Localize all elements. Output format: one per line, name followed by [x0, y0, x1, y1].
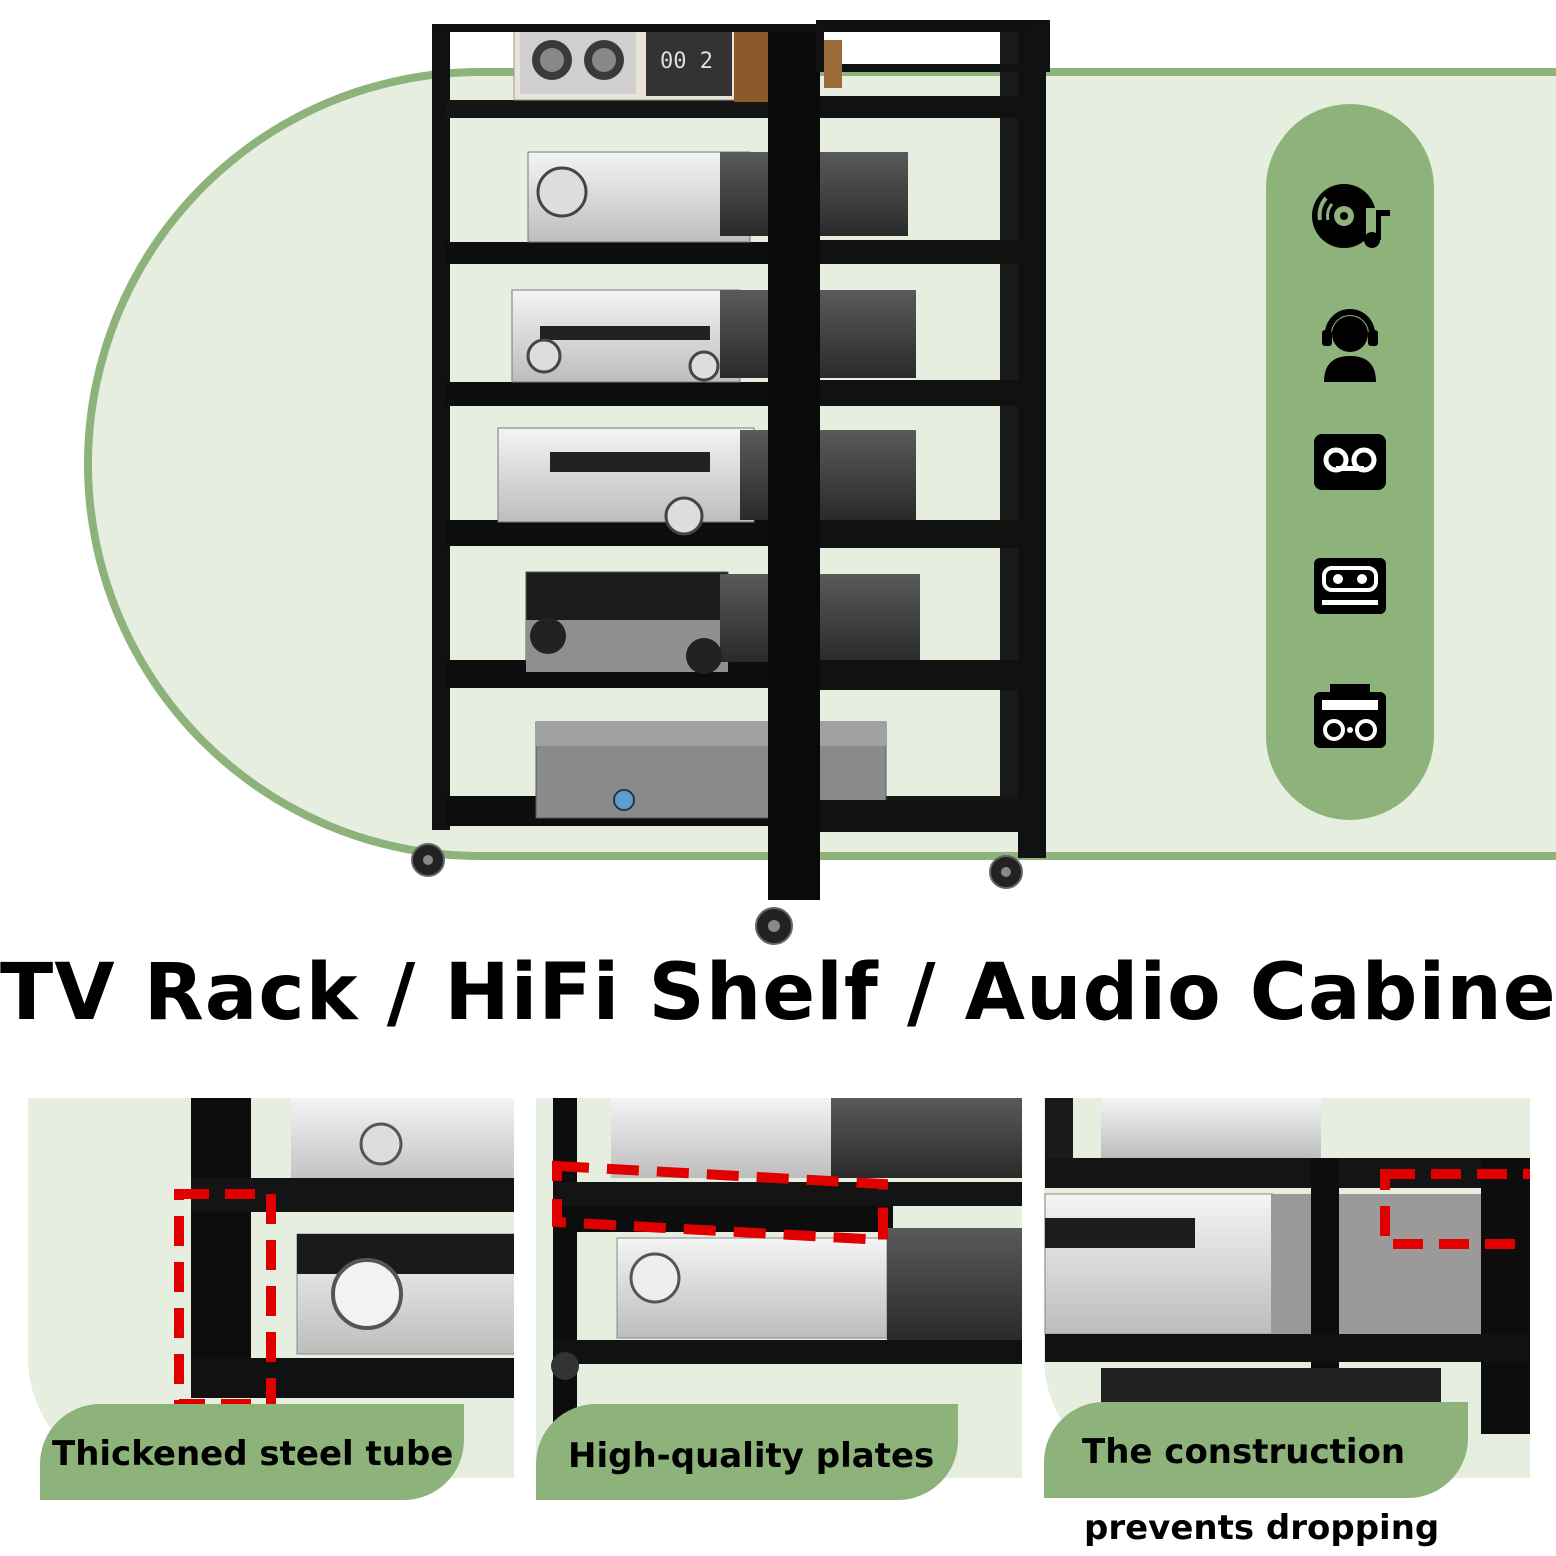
- boombox-icon: [1308, 674, 1392, 758]
- plates-closeup-image: [551, 1098, 1022, 1478]
- cassette-icon: [1308, 544, 1392, 628]
- feature-label-construction-line2: prevents dropping: [1084, 1508, 1440, 1548]
- audio-rack-illustration: 00 2: [411, 20, 1050, 945]
- voicemail-tape-icon: [1308, 420, 1392, 504]
- feature-label-steel-tube: Thickened steel tube: [52, 1434, 454, 1474]
- headset-user-icon: [1308, 300, 1392, 384]
- page-title: TV Rack / HiFi Shelf / Audio Cabinet: [0, 948, 1556, 1038]
- feature-label-pill-3: [1044, 1402, 1468, 1498]
- feature-label-construction-line1: The construction: [1082, 1432, 1406, 1472]
- feature-label-pill-2: [536, 1404, 958, 1500]
- feature-icon-pill: [1266, 104, 1434, 820]
- steel-tube-closeup-image: [174, 1098, 514, 1409]
- feature-label-plates: High-quality plates: [568, 1436, 935, 1476]
- feature-label-pill-1: [40, 1404, 464, 1500]
- svg-text:00 2: 00 2: [660, 49, 713, 74]
- vinyl-music-icon: [1308, 176, 1392, 260]
